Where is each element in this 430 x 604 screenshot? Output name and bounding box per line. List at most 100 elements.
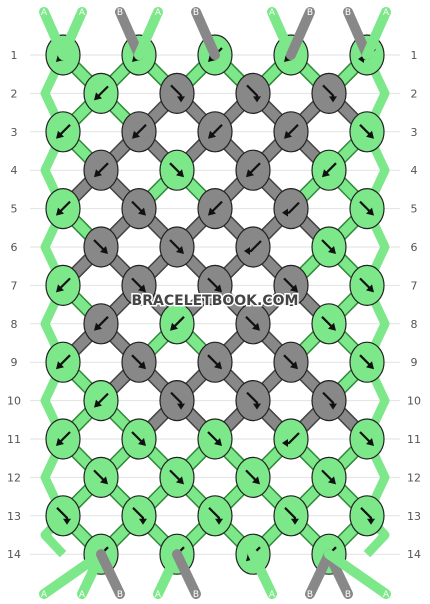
strand-bottom-label: A	[269, 590, 276, 600]
row-number-left: 11	[7, 433, 21, 446]
row-number-left: 2	[11, 87, 18, 100]
knot-arrow-icon	[94, 392, 109, 408]
knot-arrow-icon	[246, 162, 261, 178]
knot	[45, 188, 81, 230]
knot-arrow-icon	[245, 316, 260, 331]
row-number-left: 7	[11, 279, 18, 292]
knot	[45, 341, 81, 383]
strand-bottom-end	[39, 549, 106, 599]
knot	[121, 418, 157, 460]
knot-arrow-icon	[131, 354, 146, 370]
knot-arrow-icon	[169, 469, 184, 485]
knot	[83, 380, 119, 422]
knot	[121, 111, 157, 153]
row-number-left: 4	[11, 164, 18, 177]
knot	[197, 495, 233, 537]
row-number-right: 3	[411, 126, 418, 139]
knot-arrow-icon	[94, 85, 109, 101]
knot	[349, 495, 385, 537]
knot-arrow-icon	[131, 277, 146, 293]
row-number-right: 6	[411, 241, 418, 254]
strand-top-label: B	[117, 8, 123, 18]
row-number-right: 7	[411, 279, 418, 292]
knot-body	[45, 495, 81, 537]
knot-arrow-icon	[282, 201, 300, 217]
knot	[159, 303, 195, 345]
row-number-right: 4	[411, 164, 418, 177]
knot-arrow-icon	[93, 469, 108, 485]
knot	[159, 456, 195, 498]
knot-arrow-icon	[360, 507, 375, 525]
knot	[121, 264, 157, 306]
strand-bottom-label: B	[307, 590, 313, 600]
row-number-left: 9	[11, 356, 18, 369]
strand-top-label: A	[79, 8, 86, 18]
row-number-right: 14	[407, 548, 421, 561]
knot	[311, 226, 347, 268]
knot-arrow-icon	[170, 391, 185, 410]
row-number-left: 10	[7, 395, 21, 408]
knot	[273, 188, 309, 230]
strand-top-end	[58, 7, 87, 60]
knot	[273, 264, 309, 306]
knot-arrow-icon	[321, 469, 336, 485]
knot-arrow-icon	[56, 124, 71, 139]
knot-arrow-icon	[131, 431, 146, 446]
knot-arrow-icon	[56, 200, 71, 216]
knot-arrow-icon	[359, 354, 374, 370]
knot	[349, 188, 385, 230]
row-number-left: 14	[7, 548, 21, 561]
knot-arrow-icon	[93, 239, 108, 254]
row-number-left: 5	[11, 203, 18, 216]
knot	[83, 149, 119, 191]
strand-bottom-label: A	[155, 590, 162, 600]
knot-arrow-icon	[132, 507, 147, 525]
knot	[311, 303, 347, 345]
strand-bottom-label: A	[79, 590, 86, 600]
strand-bottom-label: B	[117, 590, 123, 600]
knot	[235, 149, 271, 191]
knot-arrow-icon	[94, 316, 109, 331]
knot-arrow-icon	[56, 277, 71, 293]
knot-arrow-icon	[207, 354, 222, 370]
knot-arrow-icon	[132, 124, 147, 139]
row-number-right: 2	[411, 87, 418, 100]
knot-arrow-icon	[359, 124, 374, 139]
knot-body	[159, 72, 195, 115]
knot-arrow-icon	[169, 239, 184, 254]
knot	[197, 264, 233, 306]
knot	[159, 226, 195, 268]
knot-arrow-icon	[208, 507, 223, 525]
knot-arrow-icon	[359, 431, 374, 446]
knot-arrow-icon	[246, 391, 261, 410]
row-number-left: 3	[11, 126, 18, 139]
knot-body	[235, 72, 271, 115]
knot-arrow-icon	[321, 316, 336, 331]
knot	[235, 72, 271, 115]
knot-body	[311, 380, 347, 422]
strand-top-label: A	[155, 8, 162, 18]
knot-arrow-icon	[131, 200, 146, 216]
strand-top-end	[115, 7, 144, 60]
watermark-text: BRACELETBOOK.COM	[132, 293, 299, 309]
strand-bottom-end	[324, 549, 391, 599]
knot-body	[235, 226, 271, 268]
row-number-left: 13	[7, 510, 21, 523]
strand-top-end	[267, 7, 296, 60]
knot	[349, 341, 385, 383]
knot	[235, 380, 271, 422]
knot-arrow-icon	[284, 124, 299, 139]
strand-top-end	[362, 7, 391, 60]
knot-arrow-icon	[322, 162, 337, 178]
knot	[235, 226, 271, 268]
knot-body	[121, 495, 157, 537]
strand-top-end	[343, 7, 372, 60]
knot	[235, 303, 271, 345]
knot	[273, 111, 309, 153]
knot-body	[273, 188, 309, 230]
knot	[349, 418, 385, 460]
knot	[83, 72, 119, 115]
strand-top-label: A	[383, 8, 390, 18]
strand-bottom-label: B	[193, 590, 199, 600]
row-number-left: 1	[11, 49, 18, 62]
